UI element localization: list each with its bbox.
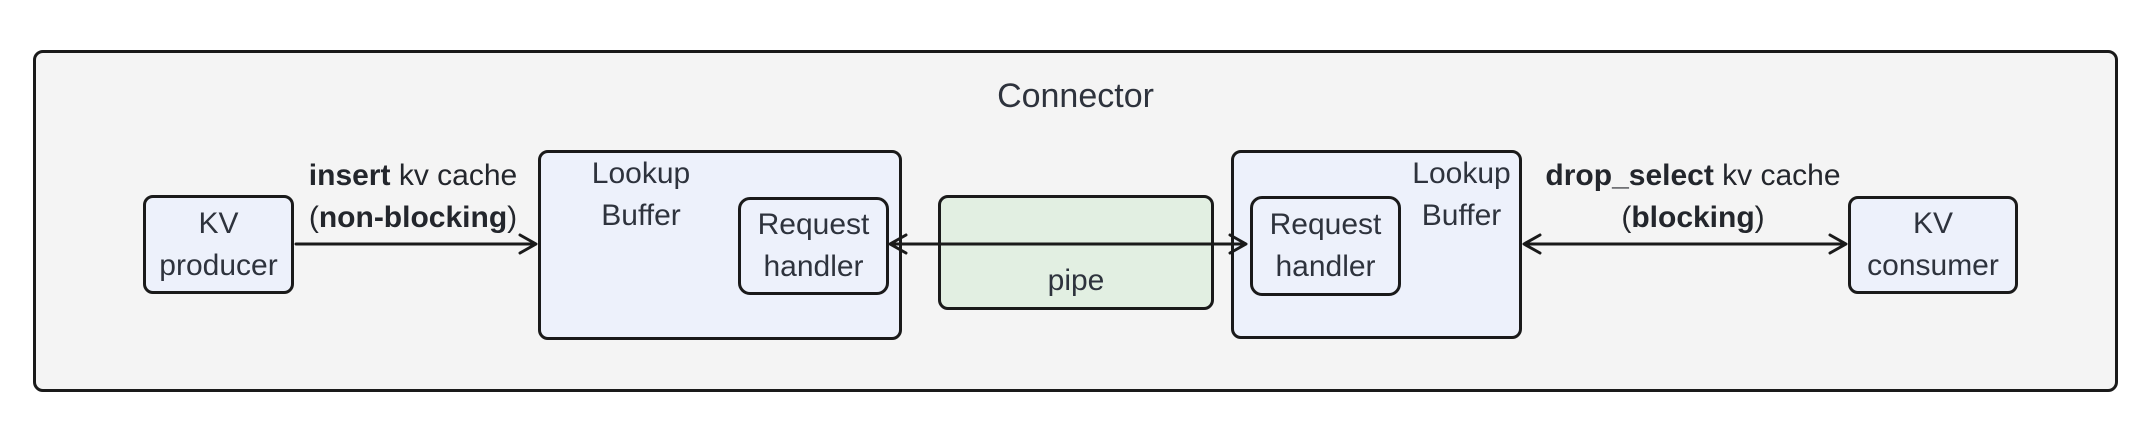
request-handler-right-label: Request handler <box>1269 208 1382 283</box>
request-handler-left-node: Request handler <box>738 197 889 295</box>
kv-producer-label: KV producer <box>159 206 278 282</box>
drop-select-edge-label: drop_select kv cache (blocking) <box>1545 159 1841 234</box>
lookup-buffer-left-label: Lookup Buffer <box>591 157 691 232</box>
insert-edge-label: insert kv cache (non-blocking) <box>308 159 518 234</box>
request-handler-left-label: Request handler <box>757 208 870 283</box>
lookup-buffer-right-label: Lookup Buffer <box>1412 157 1511 232</box>
connector-title: Connector <box>997 77 1154 115</box>
pipe-node: pipe <box>938 195 1214 310</box>
kv-consumer-node: KV consumer <box>1848 196 2018 294</box>
pipe-label: pipe <box>1047 264 1105 297</box>
lookup-buffer-left-node: Lookup Buffer Request handler <box>538 150 902 340</box>
request-handler-right-node: Request handler <box>1250 196 1401 296</box>
lookup-buffer-right-node: Request handler Lookup Buffer <box>1231 150 1522 339</box>
kv-consumer-label: KV consumer <box>1867 207 1999 282</box>
kv-producer-node: KV producer <box>143 195 294 294</box>
